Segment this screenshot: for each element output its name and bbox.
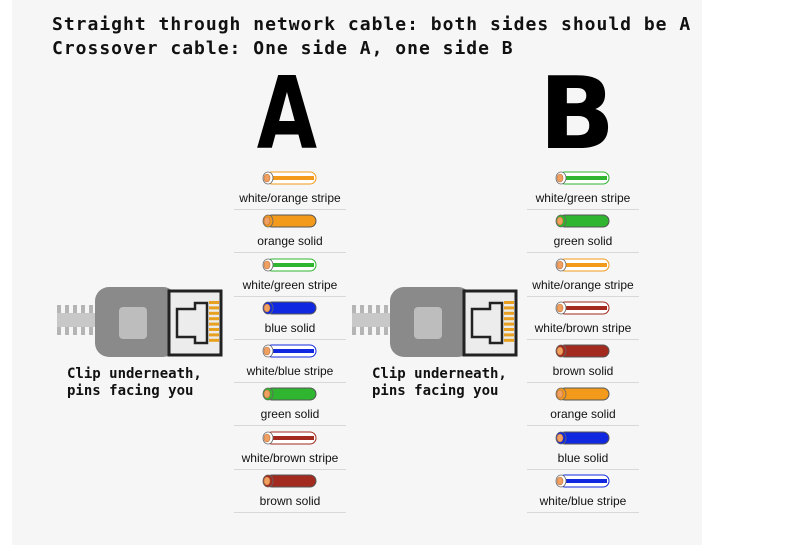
wire-divider xyxy=(234,468,346,470)
wire-label: orange solid xyxy=(550,407,616,422)
wire-divider xyxy=(234,252,346,254)
wire-row: orange solid xyxy=(234,213,346,256)
crossover-heading: Crossover cable: One side A, one side B xyxy=(52,38,514,59)
standard-a-letter: A xyxy=(256,55,318,172)
wire-row: white/blue stripe xyxy=(527,473,639,516)
wire-label: white/brown stripe xyxy=(241,450,339,465)
striped-wire-icon xyxy=(555,301,610,315)
wire-label: white/brown stripe xyxy=(534,320,632,335)
wire-label: brown solid xyxy=(259,494,321,509)
wire-row: white/green stripe xyxy=(527,170,639,213)
wire-row: orange solid xyxy=(527,386,639,429)
striped-wire-icon xyxy=(262,171,317,185)
wire-divider xyxy=(527,295,639,297)
striped-wire-icon xyxy=(262,344,317,358)
wire-row: white/brown stripe xyxy=(527,300,639,343)
striped-wire-icon xyxy=(555,258,610,272)
wire-row: green solid xyxy=(234,386,346,429)
wire-divider xyxy=(527,252,639,254)
rj45-connector-a-icon xyxy=(57,287,223,357)
wire-divider xyxy=(234,512,346,514)
wire-row: white/green stripe xyxy=(234,257,346,300)
wire-label: orange solid xyxy=(257,234,323,249)
standard-b-clip-note: Clip underneath, pins facing you xyxy=(372,366,507,400)
wire-row: green solid xyxy=(527,213,639,256)
solid-wire-icon xyxy=(555,214,610,228)
wire-label: blue solid xyxy=(264,320,316,335)
standard-b-letter: B xyxy=(538,55,616,172)
wire-divider xyxy=(527,512,639,514)
clip-note-line1: Clip underneath, xyxy=(372,366,507,382)
wire-divider xyxy=(527,338,639,340)
wire-row: white/blue stripe xyxy=(234,343,346,386)
wire-divider xyxy=(234,295,346,297)
striped-wire-icon xyxy=(262,258,317,272)
clip-note-line1: Clip underneath, xyxy=(67,366,202,382)
wire-divider xyxy=(527,209,639,210)
solid-wire-icon xyxy=(262,301,317,315)
wire-row: brown solid xyxy=(234,473,346,516)
solid-wire-icon xyxy=(555,431,610,445)
wire-divider xyxy=(234,209,346,210)
wire-label: white/blue stripe xyxy=(246,364,334,379)
striped-wire-icon xyxy=(262,431,317,445)
straight-through-heading: Straight through network cable: both sid… xyxy=(52,14,692,35)
wire-label: white/green stripe xyxy=(535,191,631,205)
striped-wire-icon xyxy=(555,474,610,488)
standard-a-wire-list: white/orange stripe orange solid white/gre… xyxy=(234,170,346,516)
standard-a-clip-note: Clip underneath, pins facing you xyxy=(67,366,202,400)
wire-divider xyxy=(234,382,346,384)
solid-wire-icon xyxy=(262,387,317,401)
standard-b-wire-list: white/green stripe green solid white/orang… xyxy=(527,170,639,516)
solid-wire-icon xyxy=(555,344,610,358)
wire-label: white/green stripe xyxy=(242,277,338,292)
wire-divider xyxy=(234,338,346,340)
wire-label: blue solid xyxy=(557,450,609,465)
solid-wire-icon xyxy=(262,214,317,228)
rj45-connector-b-icon xyxy=(352,287,518,357)
solid-wire-icon xyxy=(262,474,317,488)
wire-label: green solid xyxy=(553,234,613,249)
wire-label: white/orange stripe xyxy=(239,191,341,205)
wire-row: brown solid xyxy=(527,343,639,386)
wire-divider xyxy=(234,425,346,427)
wire-label: brown solid xyxy=(552,364,614,379)
wire-label: white/blue stripe xyxy=(539,494,627,509)
wire-label: green solid xyxy=(260,407,320,422)
wire-divider xyxy=(527,468,639,470)
clip-note-line2: pins facing you xyxy=(67,383,194,399)
wire-row: white/orange stripe xyxy=(527,257,639,300)
striped-wire-icon xyxy=(555,171,610,185)
wire-row: white/brown stripe xyxy=(234,430,346,473)
wire-label: white/orange stripe xyxy=(532,277,634,292)
diagram-canvas: Straight through network cable: both sid… xyxy=(12,0,702,545)
wire-divider xyxy=(527,382,639,384)
solid-wire-icon xyxy=(555,387,610,401)
wire-divider xyxy=(527,425,639,427)
wire-row: white/orange stripe xyxy=(234,170,346,213)
wire-row: blue solid xyxy=(234,300,346,343)
wire-row: blue solid xyxy=(527,430,639,473)
clip-note-line2: pins facing you xyxy=(372,383,499,399)
